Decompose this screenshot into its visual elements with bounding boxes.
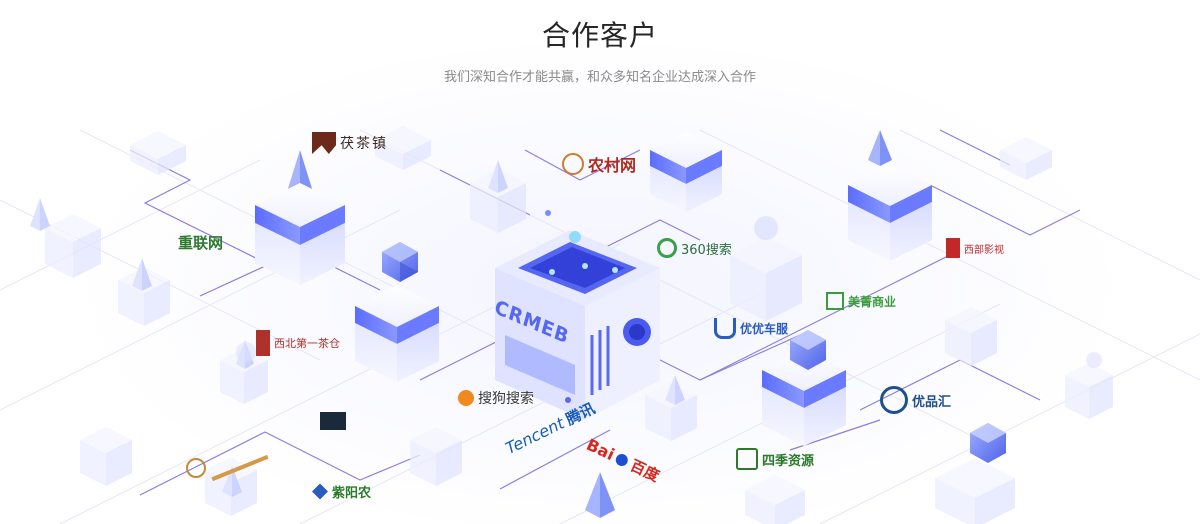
client-name: 重联网 [178, 234, 224, 252]
xibei-seal-icon [256, 330, 270, 356]
client-name: 美菁商业 [848, 294, 897, 309]
client-name: 茯茶镇 [340, 136, 388, 152]
client-logo-xibei-chacang: 西北第一茶仓 [256, 330, 340, 356]
gem-shapes [236, 216, 1102, 463]
client-logo-ziyangnong: 紫阳农 [312, 482, 371, 501]
client-logo-xibu-yingshi: 西部影视 [946, 238, 1004, 258]
client-name: 西北第一茶仓 [274, 337, 340, 350]
youpinhui-logo-icon [880, 386, 908, 414]
ziyangnong-logo-icon [312, 483, 328, 500]
nongcunwang-logo-icon [562, 153, 584, 175]
client-logo-nongcunwang: 农村网 [562, 152, 636, 176]
client-logo-youpinhui: 优品汇 [880, 386, 951, 414]
baidu-paw-icon [614, 451, 631, 468]
client-name: 360搜索 [681, 242, 732, 258]
client-logo-360-search: 360搜索 [657, 238, 732, 258]
youyou-logo-icon [714, 318, 736, 339]
client-logo-meijing-shangye: 美菁商业 [826, 292, 896, 310]
xibu-logo-icon [946, 238, 960, 258]
client-name: 优品汇 [912, 394, 952, 410]
client-name: 紫阳农 [332, 486, 372, 501]
siji-logo-icon [736, 448, 758, 470]
meijing-logo-icon [826, 292, 844, 310]
section-subtitle: 我们深知合作才能共赢，和众多知名企业达成深入合作 [443, 70, 756, 85]
client-name: 四季资源 [762, 453, 815, 469]
client-logo-calligraphy [186, 454, 270, 482]
client-logo-fuchazhen: 茯茶镇 [312, 132, 388, 154]
section-title: 合作客户 [541, 19, 658, 52]
client-logo-film-dept [320, 412, 346, 430]
client-logo-sogou-search: 搜狗搜索 [458, 388, 534, 408]
client-name: 西部影视 [964, 244, 1004, 256]
sogou-logo-icon [458, 390, 474, 406]
client-logo-zhonglianwang: 重联网 [178, 232, 223, 253]
fuchazhen-logo-icon [312, 132, 336, 154]
client-name: 搜狗搜索 [478, 391, 534, 407]
client-logo-youyou-chefu: 优优车服 [714, 318, 788, 339]
client-logo-siji-ziyuan: 四季资源 [736, 448, 814, 470]
film-reel-icon [320, 412, 346, 430]
calligraphy-logo-icon [186, 458, 206, 478]
crmeb-server-box [495, 210, 660, 420]
client-name: 农村网 [588, 156, 637, 175]
client-name: 优优车服 [740, 322, 789, 336]
360-logo-icon [657, 238, 677, 258]
calligraphy-stroke [211, 454, 269, 482]
